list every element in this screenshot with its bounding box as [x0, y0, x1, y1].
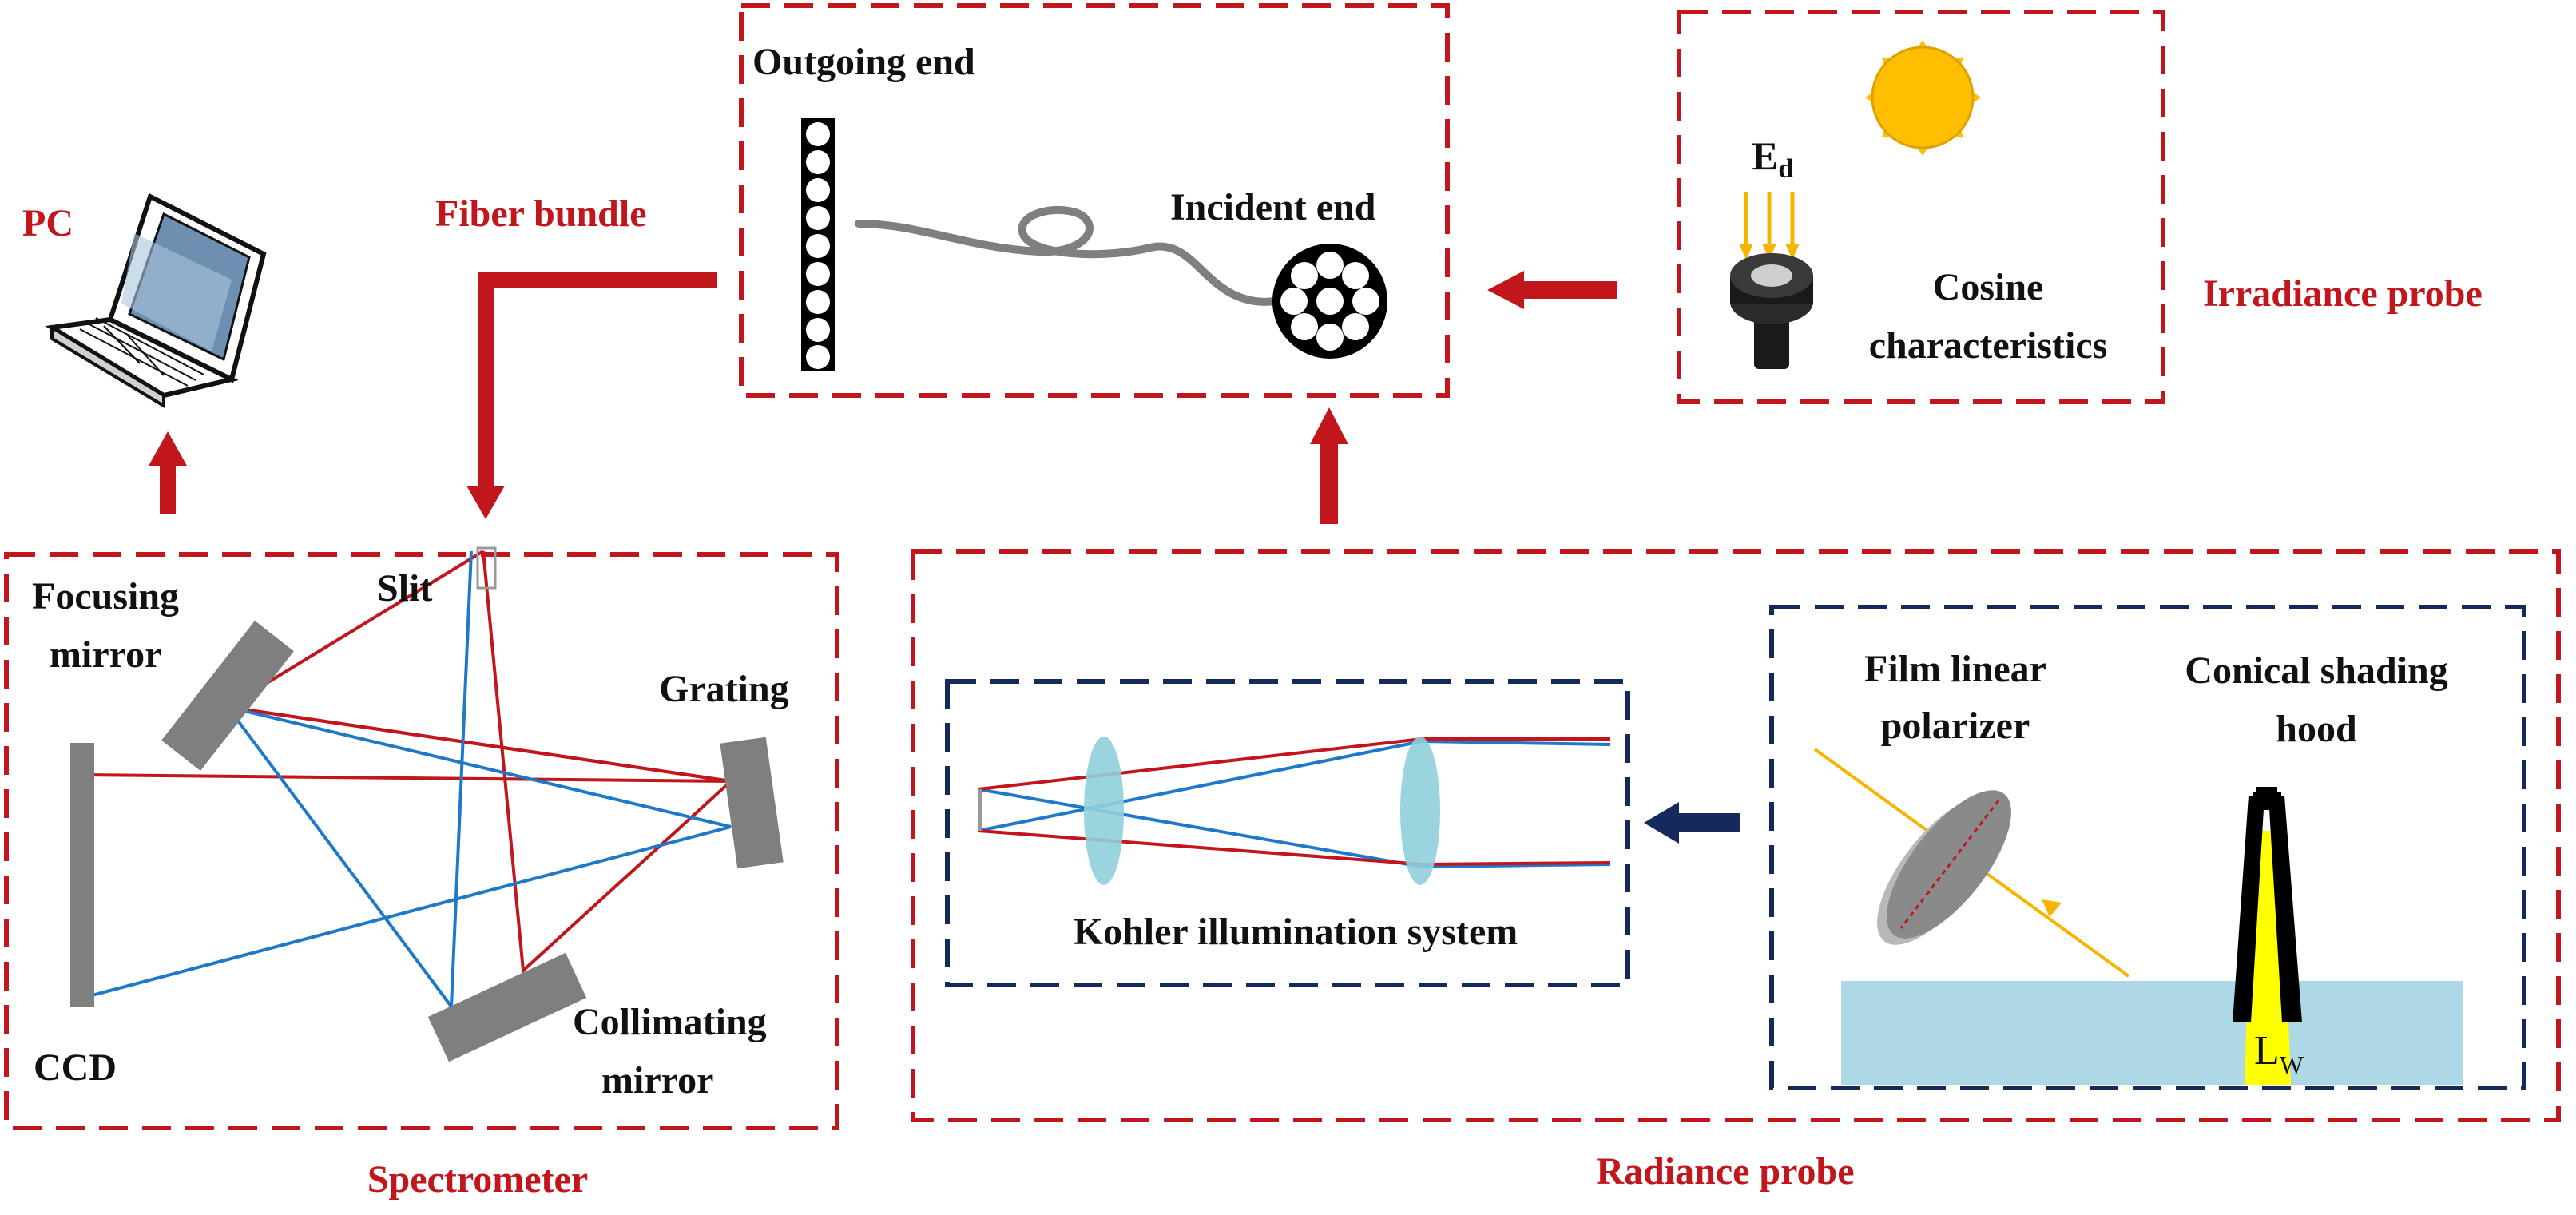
- arrow-probe-to-kohler: [1644, 802, 1740, 844]
- cosine-label-line1: Cosine: [1933, 266, 2044, 308]
- focusing-mirror-label-line1: Focusing: [32, 575, 179, 617]
- film-polarizer-label-line1: Film linear: [1864, 648, 2046, 690]
- incident-end-label: Incident end: [1170, 186, 1376, 228]
- fiber-cable: [855, 206, 1278, 306]
- arrow-irradiance-to-fiber: [1487, 271, 1617, 309]
- outgoing-end-fiber-array: [801, 118, 835, 371]
- spectrometer-label: Spectrometer: [367, 1158, 588, 1201]
- kohler-box: [945, 679, 1630, 987]
- sun-ray-arrows: [1739, 192, 1800, 260]
- conical-hood-label-line2: hood: [2276, 708, 2357, 750]
- collimating-mirror-label-line1: Collimating: [573, 1001, 767, 1043]
- polarizer-disc: [1877, 790, 2011, 945]
- grating-label: Grating: [659, 668, 789, 710]
- laptop-icon: [45, 193, 267, 409]
- spectrometer-box: [4, 552, 839, 1130]
- outgoing-end-label: Outgoing end: [752, 41, 975, 83]
- water-surface: [1841, 981, 2463, 1085]
- collimating-mirror-label-line2: mirror: [601, 1059, 713, 1102]
- ed-label: Ed: [1752, 133, 1793, 184]
- cosine-collector-icon: [1730, 253, 1813, 369]
- kohler-label: Kohler illumination system: [1074, 911, 1518, 953]
- sun-icon: [1865, 40, 1981, 156]
- irradiance-probe-box: [1677, 10, 2165, 404]
- lw-label: LW: [2254, 1028, 2304, 1079]
- kohler-field-stop: [978, 789, 982, 831]
- focusing-mirror: [161, 621, 294, 771]
- cosine-label-line2: characteristics: [1869, 324, 2108, 367]
- radiance-probe-box: [911, 549, 2561, 1122]
- radiance-probe-label: Radiance probe: [1596, 1150, 1854, 1193]
- collimating-mirror: [427, 952, 587, 1062]
- slit-icon: [476, 546, 497, 590]
- probe-head-box: [1769, 605, 2526, 1090]
- kohler-lens-1: [1084, 737, 1124, 885]
- arrow-radiance-to-fiber: [1310, 407, 1348, 524]
- arrow-spectrometer-to-pc: [149, 431, 187, 514]
- spectrometer-rays: [79, 550, 735, 1011]
- incident-end-fiber-head: [1272, 244, 1387, 359]
- conical-hood-label-line1: Conical shading: [2185, 649, 2447, 692]
- kohler-lens-2: [1400, 737, 1440, 885]
- ccd-label: CCD: [34, 1046, 117, 1089]
- ccd-sensor: [70, 743, 94, 1007]
- conical-shading-hood: [2233, 787, 2302, 1085]
- film-polarizer-label-line2: polarizer: [1881, 705, 2030, 747]
- slit-label: Slit: [377, 567, 432, 609]
- fiber-box: [739, 3, 1450, 398]
- pc-label: PC: [22, 202, 73, 244]
- irradiance-probe-label: Irradiance probe: [2203, 272, 2483, 315]
- focusing-mirror-label-line2: mirror: [50, 633, 161, 676]
- fiber-bundle-label: Fiber bundle: [435, 193, 647, 235]
- kohler-rays: [978, 737, 1610, 869]
- grating: [720, 737, 784, 869]
- arrow-fiber-to-slit: [466, 272, 717, 519]
